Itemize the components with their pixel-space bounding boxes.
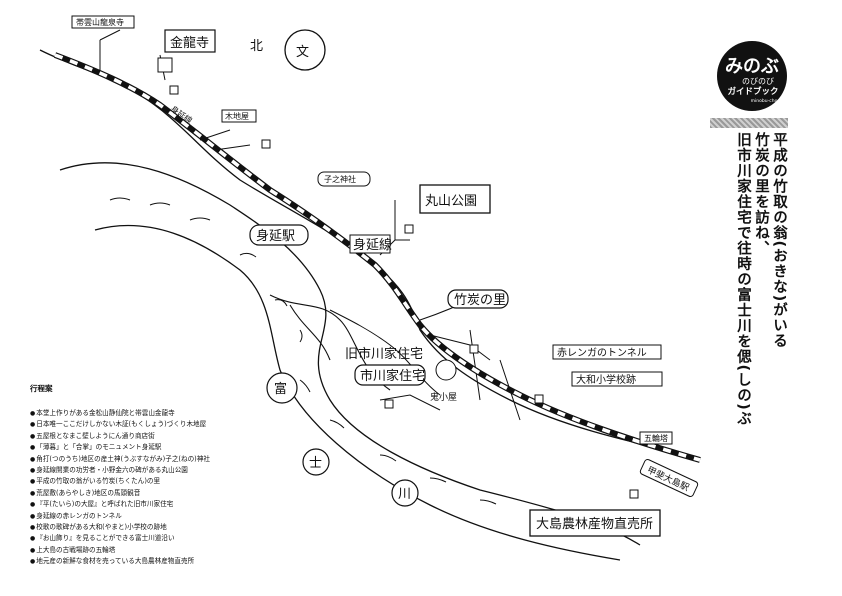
label-gorinto: 五輪塔 bbox=[639, 431, 673, 445]
legend-item: 『平(たいら)の大屋』と呼ばれた旧市川家住宅 bbox=[30, 499, 310, 510]
svg-text:身延駅: 身延駅 bbox=[256, 228, 295, 244]
label-mikubo-station: 身延駅 bbox=[249, 224, 309, 246]
label-takezumi-village: 竹炭の里 bbox=[447, 289, 509, 309]
label-old-ichikawa: 旧市川家住宅 市川家住宅 bbox=[345, 346, 426, 386]
svg-text:赤レンガのトンネル: 赤レンガのトンネル bbox=[557, 347, 647, 359]
label-brick-tunnel: 赤レンガのトンネル bbox=[552, 344, 662, 360]
label-yamato-school: 大和小学校跡 bbox=[571, 371, 663, 387]
logo-sub-text-2: ガイドブック bbox=[727, 86, 778, 97]
legend-item: 地元産の新鮮な食材を売っている大島農林産物直売所 bbox=[30, 556, 310, 567]
svg-text:大和小学校跡: 大和小学校跡 bbox=[576, 373, 636, 386]
legend-item: 平成の竹取の翁がいる竹炭(ちくたん)の里 bbox=[30, 476, 310, 487]
north-label: 北 bbox=[250, 39, 263, 54]
legend-item: 「薄暮」と「合掌」のモニュメント身延駅 bbox=[30, 442, 310, 453]
river-bank-north bbox=[59, 162, 641, 546]
legend-item: 校歌の歌碑がある大和(やまと)小学校の跡地 bbox=[30, 522, 310, 533]
svg-text:川: 川 bbox=[398, 487, 411, 502]
river-marker-1: 富 bbox=[266, 372, 298, 404]
svg-text:士: 士 bbox=[309, 456, 322, 471]
north-symbol: 文 bbox=[296, 45, 309, 60]
svg-text:身延線: 身延線 bbox=[353, 237, 392, 253]
minobu-guidebook-logo: みのぶ のびのび ガイドブック minobu-cho bbox=[717, 41, 787, 111]
svg-text:木地屋: 木地屋 bbox=[225, 111, 249, 121]
legend-item: 身延線の赤レンガのトンネル bbox=[30, 511, 310, 522]
label-minobu-line: 身延線 bbox=[349, 234, 392, 254]
svg-text:大島農林産物直売所: 大島農林産物直売所 bbox=[536, 516, 653, 532]
river-marker-3: 川 bbox=[391, 479, 419, 507]
label-kitigawa: 木地屋 bbox=[221, 109, 257, 123]
svg-text:旧市川家住宅: 旧市川家住宅 bbox=[345, 346, 423, 362]
legend-item: 身延線開業の功労者・小野金六の碑がある丸山公園 bbox=[30, 465, 310, 476]
title-line-3: 旧市川家住宅で往時の富士川を偲(しの)ぶ bbox=[735, 132, 751, 427]
label-shrine: 子之神社 bbox=[317, 171, 371, 187]
label-oshima-farm: 大島農林産物直売所 bbox=[529, 509, 661, 537]
logo-main-text: みのぶ bbox=[725, 56, 779, 77]
label-maruyama-park: 丸山公園 bbox=[419, 184, 491, 214]
svg-text:金龍寺: 金龍寺 bbox=[170, 35, 209, 51]
legend-title: 行程案 bbox=[30, 384, 53, 393]
vertical-title: 平成の竹取の翁(おきな)がいる 竹炭の里を訪ね、 旧市川家住宅で往時の富士川を偲… bbox=[708, 132, 790, 462]
legend-item: 五屋根となまこ壁しようにん通り商店街 bbox=[30, 431, 310, 442]
logo-sub-text-3: minobu-cho bbox=[751, 98, 778, 104]
title-banner bbox=[710, 118, 788, 128]
legend-item: 荒屋敷(あらやしき)地区の馬頭観音 bbox=[30, 488, 310, 499]
svg-text:帯雲山龍泉寺: 帯雲山龍泉寺 bbox=[76, 17, 124, 27]
label-baba-kannon: 鬼小屋 bbox=[430, 391, 457, 403]
legend-item: 上大島の古戦場跡の五輪塔 bbox=[30, 545, 310, 556]
svg-text:竹炭の里: 竹炭の里 bbox=[454, 293, 506, 308]
svg-text:富: 富 bbox=[274, 381, 287, 397]
label-kinshoji bbox=[157, 57, 173, 73]
legend-item: 角打(つのうち)地区の産土神(うぶすながみ)子之(ねの)神社 bbox=[30, 454, 310, 465]
title-line-2: 竹炭の里を訪ね、 bbox=[753, 132, 769, 256]
logo-sub-text-1: のびのび bbox=[742, 77, 774, 86]
legend-item: 『お山飾り』を見ることができる富士川道沿い bbox=[30, 533, 310, 544]
label-oshima-station: 甲斐大島駅 bbox=[639, 458, 699, 498]
svg-text:丸山公園: 丸山公園 bbox=[425, 194, 477, 209]
point-markers bbox=[169, 85, 639, 499]
svg-text:五輪塔: 五輪塔 bbox=[644, 433, 668, 443]
legend-list: 本堂上作りがある金松山静仙院と帯雲山金龍寺日本唯一ここだけしかない木証(もくしょ… bbox=[30, 408, 310, 568]
svg-text:市川家住宅: 市川家住宅 bbox=[360, 368, 425, 384]
legend-item: 日本唯一ここだけしかない木証(もくしょう)づくり木地屋 bbox=[30, 419, 310, 430]
north-indicator-circle bbox=[284, 29, 326, 71]
legend-item: 本堂上作りがある金松山静仙院と帯雲山金龍寺 bbox=[30, 408, 310, 419]
svg-text:子之神社: 子之神社 bbox=[324, 174, 356, 184]
svg-text:鬼小屋: 鬼小屋 bbox=[430, 391, 457, 403]
label-top-left-sign: 帯雲山龍泉寺 bbox=[71, 15, 135, 29]
title-line-1: 平成の竹取の翁(おきな)がいる bbox=[771, 132, 787, 349]
label-kinryu: 金龍寺 bbox=[164, 29, 216, 53]
itinerary-legend: 行程案 本堂上作りがある金松山静仙院と帯雲山金龍寺日本唯一ここだけしかない木証(… bbox=[30, 383, 310, 568]
